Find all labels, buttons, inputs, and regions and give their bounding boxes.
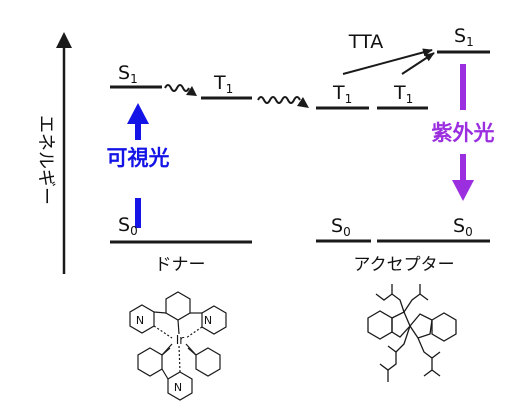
svg-text:N: N	[204, 314, 212, 327]
tta-arrow-left	[342, 48, 433, 75]
svg-text:N: N	[174, 381, 182, 394]
svg-text:N: N	[136, 314, 144, 327]
energy-axis-label: エネルギー	[35, 115, 56, 205]
donor-molecule-atoms: N N N Ir	[136, 314, 212, 394]
acceptor-s1-label: S1	[454, 25, 474, 49]
visible-light-label: 可視光	[107, 146, 170, 170]
tet-wavy	[257, 96, 301, 104]
donor-molecule-ir-ppy3	[129, 291, 227, 401]
acceptor-molecule	[367, 284, 457, 382]
acceptor-name: アクセプター	[353, 255, 454, 275]
donor-s1-label: S1	[118, 62, 138, 86]
donor-isc-wavy	[164, 84, 190, 92]
acceptor-s0-right-label: S0	[453, 215, 473, 239]
energy-axis	[56, 32, 72, 274]
donor-isc-arrowhead	[186, 86, 197, 96]
donor-s0-label: S0	[118, 214, 138, 238]
svg-text:Ir: Ir	[176, 333, 185, 347]
donor-t1-label: T1	[213, 72, 233, 96]
uv-light-label: 紫外光	[432, 121, 495, 145]
tet-arrowhead	[297, 97, 309, 108]
donor-name: ドナー	[155, 255, 206, 275]
acceptor-s0-left-label: S0	[331, 215, 351, 239]
visible-light-arrow	[127, 103, 149, 228]
acceptor-t1-left-label: T1	[332, 82, 352, 106]
tta-label: TTA	[348, 31, 383, 53]
uv-emission-arrow	[452, 64, 474, 201]
tta-arrow-right	[401, 52, 435, 75]
acceptor-t1-right-label: T1	[393, 82, 413, 106]
